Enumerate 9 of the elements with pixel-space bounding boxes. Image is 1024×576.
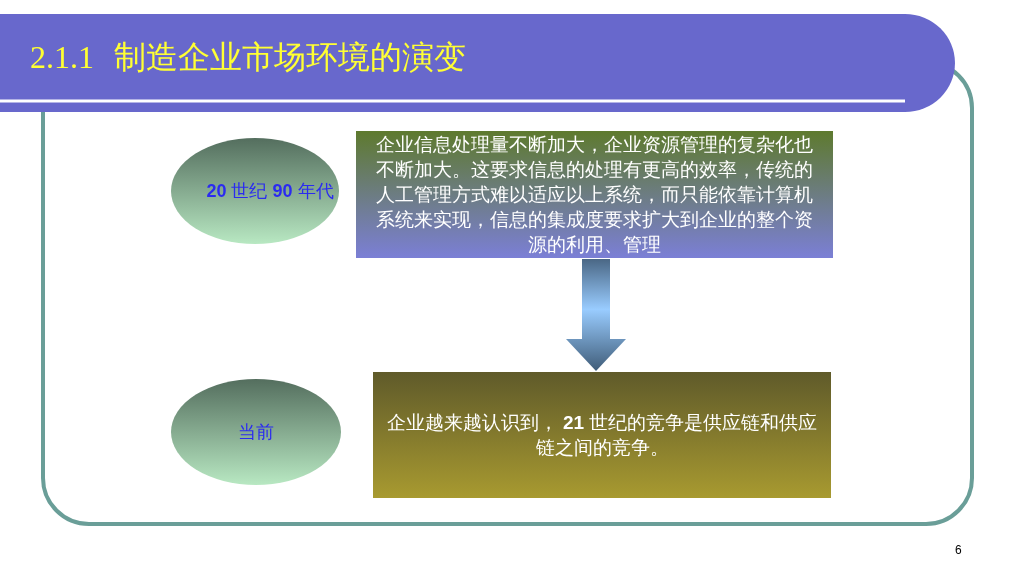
period-label: 20 世纪 90 年代 [206,180,334,203]
ellipse-shape [170,137,340,245]
block-arrow [566,259,626,371]
period-label: 当前 [238,421,274,444]
ellipse-shape [170,378,342,486]
text-box: 企业越来越认识到， 21 世纪的竞争是供应链和供应链之间的竞争。 [373,372,831,498]
slide-title: 2.1.1 制造企业市场环境的演变 [30,38,466,77]
page-number: 6 [955,543,962,557]
text-box: 企业信息处理量不断加大，企业资源管理的复杂化也不断加大。这要求信息的处理有更高的效率，传统的人工管理方式难以适应以上系统，而只能依靠计算机系统来实现，信息的集成度要求扩大到企业的整个资源的利用、管理 [356,131,833,258]
